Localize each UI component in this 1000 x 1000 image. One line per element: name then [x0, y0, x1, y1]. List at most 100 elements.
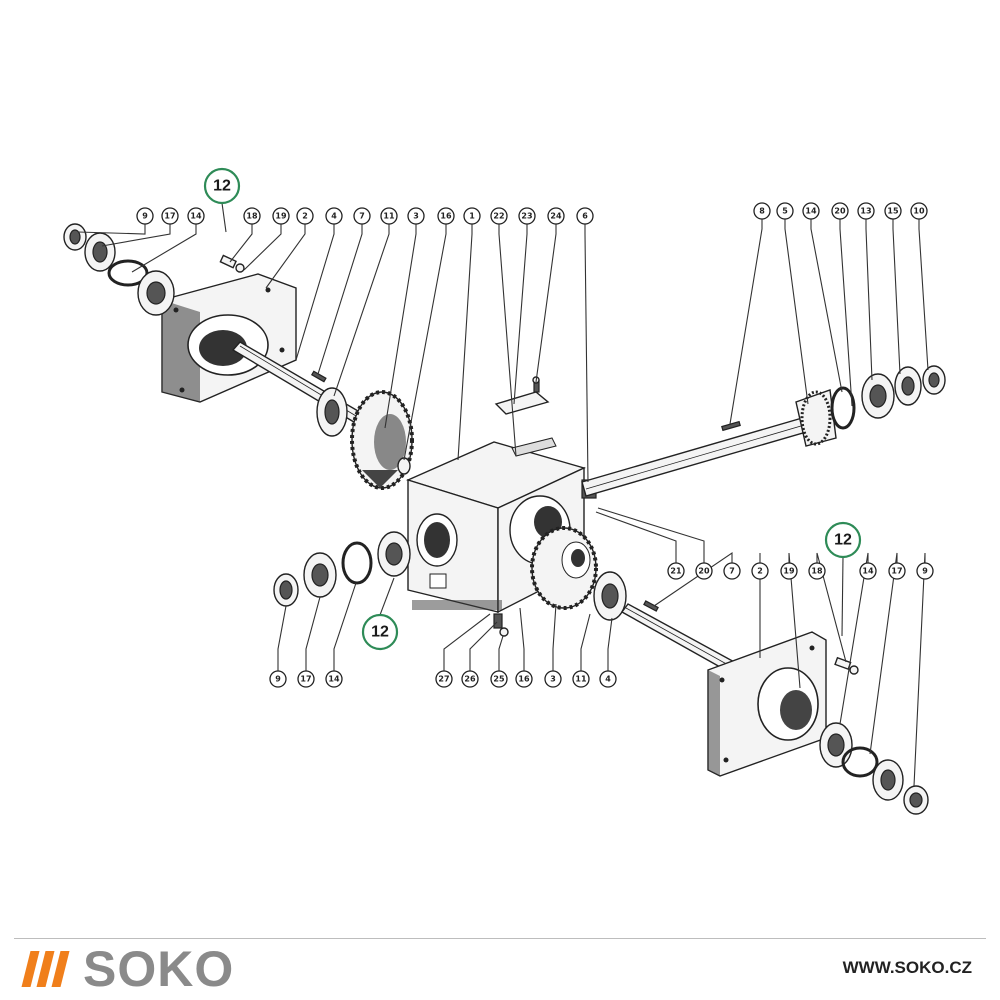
soko-logo: SOKO — [21, 941, 235, 997]
lower-right-shaft-bearing — [593, 571, 627, 621]
leader-top_left_row-7 — [317, 224, 363, 375]
leader-bottom_center_row-5 — [580, 613, 591, 671]
callout-circle — [243, 207, 261, 225]
callout-top_left_row-10: 16 — [437, 207, 455, 225]
callout-circle — [490, 670, 508, 688]
spacer — [397, 457, 411, 475]
callout-bottom_left_row-2: 14 — [325, 670, 343, 688]
callout-top_right_row-3: 20 — [831, 202, 849, 220]
callout-mid_right_row-4: 19 — [780, 562, 798, 580]
highlight-ring — [203, 167, 241, 205]
callout-mid_right_row-1: 20 — [695, 562, 713, 580]
highlight-callout-0: 12 — [203, 167, 241, 205]
callout-top_left_row-7: 7 — [353, 207, 371, 225]
callout-number: 4 — [331, 212, 337, 221]
leader-top_right_row-4 — [865, 219, 873, 381]
leader-bottom_center_row-0 — [443, 613, 491, 671]
callout-circle — [884, 202, 902, 220]
leader-lines — [77, 202, 929, 787]
leader-bottom_left_row-0 — [277, 605, 287, 671]
callout-number: 16 — [518, 675, 530, 684]
callout-top_left_row-12: 22 — [490, 207, 508, 225]
leader-mid_right_row-8 — [913, 552, 926, 787]
leader-mid_right_row-4 — [788, 552, 801, 689]
callout-circle — [599, 670, 617, 688]
logo-wordmark: SOKO — [83, 941, 235, 997]
callout-circle — [463, 207, 481, 225]
callout-bottom_center_row-6: 4 — [599, 670, 617, 688]
callout-number: 14 — [190, 212, 202, 221]
callout-top_left_row-13: 23 — [518, 207, 536, 225]
callout-circle — [353, 207, 371, 225]
leader-top_left_row-9 — [384, 224, 417, 429]
callout-mid_right_row-7: 17 — [888, 562, 906, 580]
callout-number: 27 — [438, 675, 449, 684]
leader-top_left_row-5 — [265, 224, 306, 289]
callout-number: 9 — [922, 567, 928, 576]
callout-bottom_left_row-0: 9 — [269, 670, 287, 688]
callout-circle — [776, 202, 794, 220]
callout-top_left_row-15: 6 — [576, 207, 594, 225]
callout-bottom_center_row-2: 25 — [490, 670, 508, 688]
leader-mid_right_row-1 — [597, 507, 705, 563]
logo-stripe-3 — [51, 951, 70, 987]
callout-bottom_center_row-5: 11 — [572, 670, 590, 688]
callout-number: 26 — [464, 675, 476, 684]
callout-mid_right_row-6: 14 — [859, 562, 877, 580]
callout-top_left_row-11: 1 — [463, 207, 481, 225]
right-bearing-set — [830, 365, 946, 430]
leader-mid_right_row-5 — [816, 552, 847, 663]
callout-number: 3 — [413, 212, 419, 221]
highlight-ring — [824, 521, 862, 559]
callout-circle — [667, 562, 685, 580]
callout-circle — [572, 670, 590, 688]
callout-circle — [544, 670, 562, 688]
upper-left-flange — [161, 273, 297, 403]
leader-top_left_row-12 — [498, 224, 517, 457]
callout-top_left_row-2: 14 — [187, 207, 205, 225]
callout-top_left_row-4: 19 — [272, 207, 290, 225]
callout-number: 9 — [142, 212, 148, 221]
callout-top_right_row-5: 15 — [884, 202, 902, 220]
lower-right-bearing-set — [819, 722, 929, 815]
right-pinion-gear — [795, 389, 837, 447]
callout-number: 5 — [782, 207, 788, 216]
callout-circle — [576, 207, 594, 225]
callout-number: 10 — [913, 207, 925, 216]
callout-number: 2 — [757, 567, 763, 576]
upper-left-shaft — [231, 341, 371, 429]
highlight-ring — [361, 613, 399, 651]
highlight-callout-2: 12 — [824, 521, 862, 559]
callout-circle — [380, 207, 398, 225]
leader-bottom_center_row-3 — [519, 607, 525, 671]
callout-top_right_row-1: 5 — [776, 202, 794, 220]
leader-top_left_row-2 — [131, 224, 197, 273]
leader-top_left_row-11 — [457, 224, 473, 461]
callout-number: 11 — [383, 212, 395, 221]
callout-top_right_row-6: 10 — [910, 202, 928, 220]
leader-top_left_row-1 — [101, 224, 171, 247]
exploded-gearbox-diagram: 9171418192471131612223246851420131510917… — [63, 167, 946, 815]
leader-top_left_row-13 — [513, 224, 528, 405]
leader-top_left_row-0 — [77, 224, 146, 235]
callout-circle — [187, 207, 205, 225]
leader-mid_right_row-0 — [595, 511, 677, 563]
callout-circle — [695, 562, 713, 580]
callout-circle — [808, 562, 826, 580]
callout-circle — [888, 562, 906, 580]
callout-top_left_row-5: 2 — [296, 207, 314, 225]
callout-circle — [325, 207, 343, 225]
leader-top_left_row-10 — [403, 224, 447, 461]
callout-circle — [515, 670, 533, 688]
leader-top_left_row-14 — [535, 224, 557, 383]
callout-mid_right_row-5: 18 — [808, 562, 826, 580]
leader-top_right_row-6 — [918, 219, 929, 371]
callout-top_left_row-6: 4 — [325, 207, 343, 225]
lower-bevel-gear — [530, 526, 598, 610]
callout-number: 2 — [302, 212, 308, 221]
callout-number: 14 — [862, 567, 874, 576]
callout-bottom_left_row-1: 17 — [297, 670, 315, 688]
callout-number: 24 — [550, 212, 562, 221]
callout-circle — [161, 207, 179, 225]
